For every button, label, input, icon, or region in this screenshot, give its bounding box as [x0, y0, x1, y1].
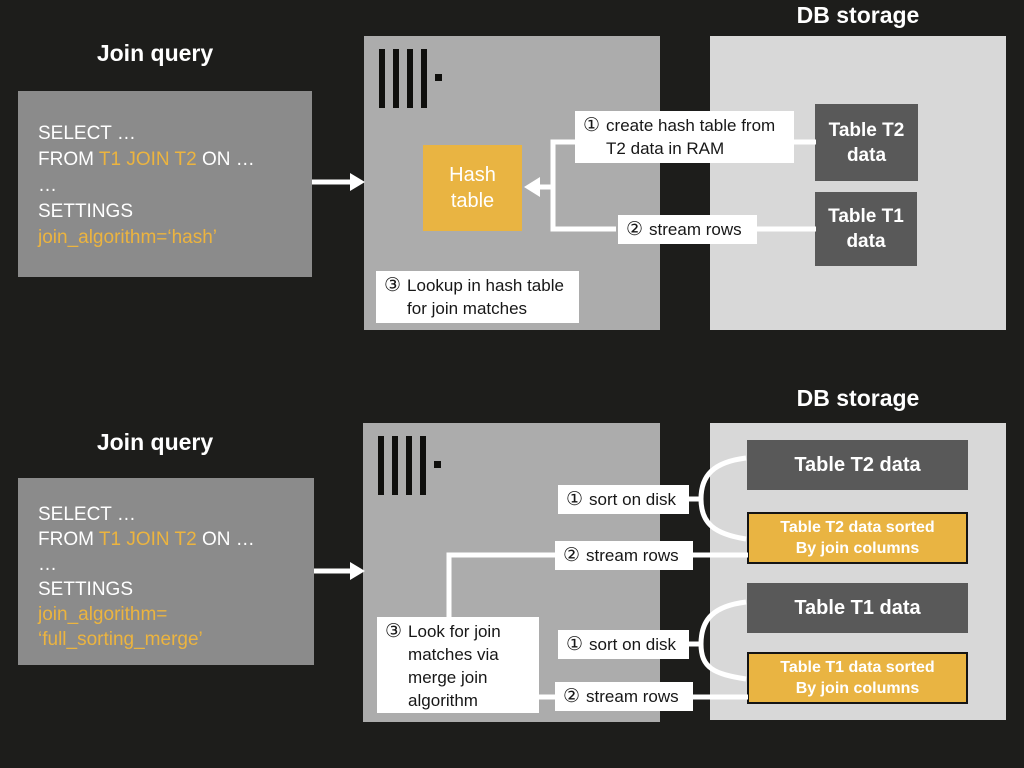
table-t1-sorted-label-2: By join columns: [795, 680, 920, 697]
table-t1-data-box: Table T1 data: [747, 583, 968, 633]
code-line: SELECT …: [38, 502, 314, 527]
code-line: join_algorithm=: [38, 602, 314, 627]
merge-join-query-title: Join query: [96, 429, 214, 455]
table-t2-label: Table T2: [828, 119, 905, 141]
code-text: FROM: [38, 529, 99, 550]
table-t2-sorted-box: Table T2 data sorted By join columns: [747, 512, 968, 564]
code-accent: ‘full_sorting_merge’: [38, 629, 203, 650]
hash-join-query-title: Join query: [96, 40, 214, 66]
code-line: FROM T1 JOIN T2 ON …: [38, 527, 314, 552]
table-t1-label-2: data: [846, 231, 886, 252]
step3-number-icon: ③: [385, 621, 403, 642]
code-line: SETTINGS: [38, 577, 314, 602]
code-text: ON …: [196, 529, 255, 550]
hash-join-query-box: SELECT … FROM T1 JOIN T2 ON … … SETTINGS…: [18, 91, 312, 277]
merge-join-query-box: SELECT … FROM T1 JOIN T2 ON … … SETTINGS…: [18, 478, 314, 665]
code-text: …: [38, 175, 57, 196]
code-line: SELECT …: [38, 121, 312, 147]
merge-join-db-storage-title: DB storage: [796, 385, 920, 411]
step3-merge-join-label: ③ Look for join matches via merge join a…: [377, 617, 539, 713]
code-text: SETTINGS: [38, 201, 134, 222]
code-text: SETTINGS: [38, 579, 134, 600]
step3-text: Lookup in hash table for join matches: [407, 276, 564, 318]
step3-text: Look for join matches via merge join alg…: [408, 622, 501, 710]
code-text: SELECT …: [38, 123, 136, 144]
code-line: …: [38, 552, 314, 577]
code-accent: join_algorithm=‘hash’: [38, 227, 218, 248]
step1-number-icon: ①: [583, 115, 601, 136]
table-t2-label: Table T2 data: [794, 453, 921, 476]
arrowhead-icon: [350, 173, 365, 191]
step1-text: sort on disk: [589, 490, 676, 509]
code-accent: join_algorithm=: [38, 604, 168, 625]
code-line: SETTINGS: [38, 199, 312, 225]
hash-table-label-line2: table: [450, 190, 495, 212]
table-t1-label: Table T1: [828, 206, 904, 227]
code-line: …: [38, 173, 312, 199]
code-line: join_algorithm=‘hash’: [38, 225, 312, 251]
step1-create-hash-table-label: ① create hash table from T2 data in RAM: [575, 111, 794, 163]
table-t2-data-box: Table T2 data: [747, 440, 968, 490]
step2-number-icon: ②: [563, 686, 581, 707]
table-t1-data-box: Table T1 data: [815, 192, 917, 266]
clickhouse-logo-icon: [379, 49, 442, 108]
hash-table-box: Hash table: [423, 145, 522, 231]
step1-text: sort on disk: [589, 635, 676, 654]
step2-number-icon: ②: [563, 545, 581, 566]
step1-sort-t1-label: ① sort on disk: [558, 630, 689, 659]
code-line: FROM T1 JOIN T2 ON …: [38, 147, 312, 173]
code-line: ‘full_sorting_merge’: [38, 627, 314, 652]
code-text: FROM: [38, 149, 99, 170]
code-accent: T1 JOIN T2: [98, 149, 197, 170]
step2-number-icon: ②: [626, 219, 644, 240]
step1-sort-t2-label: ① sort on disk: [558, 485, 689, 514]
table-t2-data-box: Table T2 data: [815, 104, 918, 181]
step2-stream-rows-label: ② stream rows: [618, 215, 757, 244]
code-text: ON …: [196, 149, 255, 170]
table-t1-sorted-box: Table T1 data sorted By join columns: [747, 652, 968, 704]
step1-text: create hash table from T2 data in RAM: [606, 116, 776, 158]
clickhouse-logo-icon: [378, 436, 441, 495]
hash-table-label-line1: Hash: [449, 164, 496, 186]
code-accent: T1 JOIN T2: [98, 529, 197, 550]
step2-stream-t2-label: ② stream rows: [555, 541, 693, 570]
table-t1-label: Table T1 data: [794, 596, 921, 619]
step3-lookup-label: ③ Lookup in hash table for join matches: [376, 271, 579, 323]
code-text: …: [38, 554, 57, 575]
table-t2-sorted-label-2: By join columns: [795, 540, 920, 557]
step2-text: stream rows: [586, 546, 679, 565]
step2-text: stream rows: [649, 220, 742, 239]
hash-join-db-storage-title: DB storage: [796, 2, 920, 28]
table-t2-label-2: data: [846, 144, 887, 166]
step1-number-icon: ①: [566, 489, 584, 510]
step1-number-icon: ①: [566, 634, 584, 655]
step2-text: stream rows: [586, 687, 679, 706]
step2-stream-t1-label: ② stream rows: [555, 682, 693, 711]
step3-number-icon: ③: [384, 275, 402, 296]
code-text: SELECT …: [38, 504, 136, 525]
table-t2-sorted-label: Table T2 data sorted: [780, 519, 935, 536]
table-t1-sorted-label: Table T1 data sorted: [780, 659, 935, 676]
hash-join-db-storage-box: [710, 36, 1006, 330]
